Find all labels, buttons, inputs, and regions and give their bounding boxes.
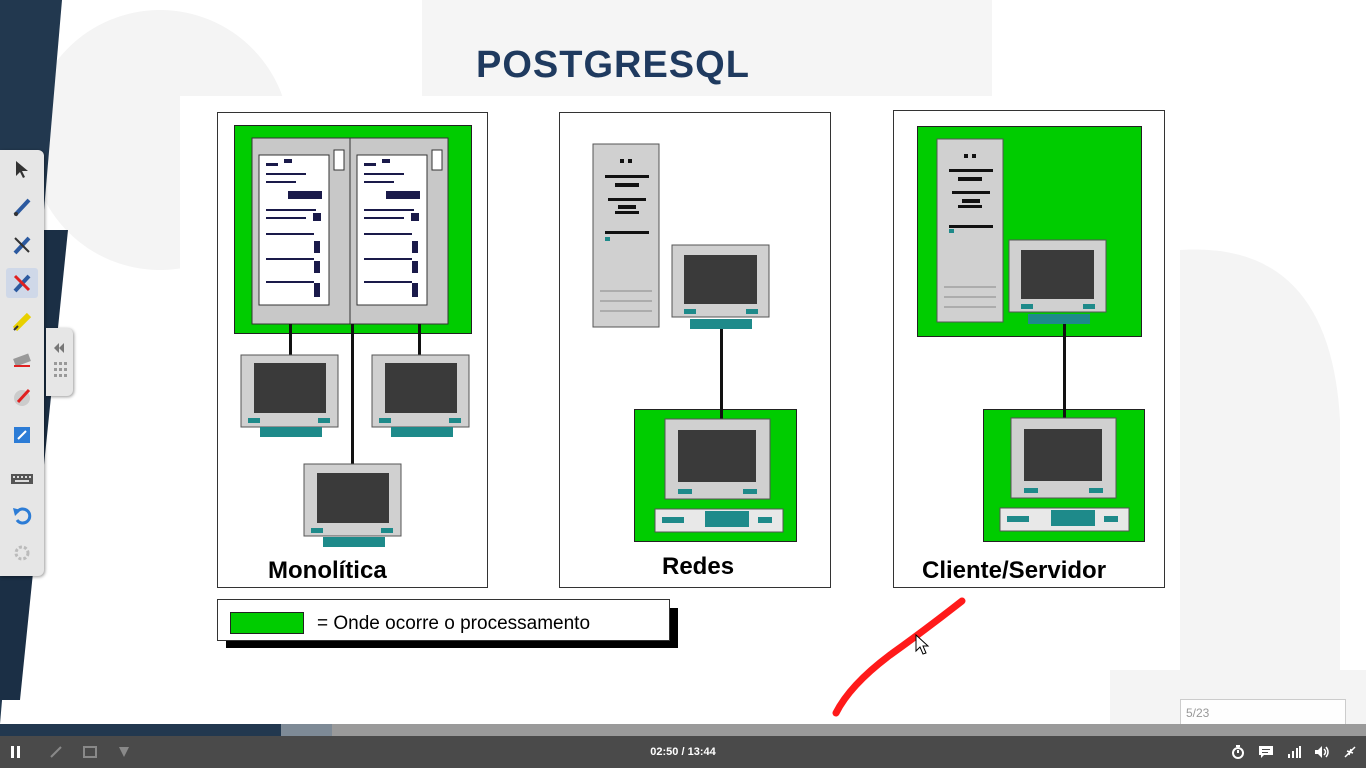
panel-label-monolitica: Monolítica [268, 557, 387, 584]
bookmark-button[interactable] [114, 736, 134, 768]
progress-played [0, 724, 281, 736]
panel-redes: Redes [559, 112, 831, 588]
chat-icon [1259, 746, 1273, 758]
keyboard-icon[interactable] [6, 464, 38, 494]
pen-color-icon[interactable] [6, 230, 38, 260]
client-server-diagram [936, 138, 1130, 532]
undo-icon[interactable] [6, 500, 38, 530]
annotation-stroke [832, 597, 966, 717]
notes-button[interactable] [80, 736, 100, 768]
panel-label-redes: Redes [662, 553, 735, 580]
pen-tool-button[interactable] [46, 736, 66, 768]
mainframe-diagram [240, 137, 470, 547]
bookmark-icon [119, 747, 129, 757]
exit-fullscreen-button[interactable] [1340, 736, 1360, 768]
annotation-toolbar [0, 150, 44, 576]
volume-button[interactable] [1312, 736, 1332, 768]
pen-icon[interactable] [6, 192, 38, 222]
select-arrow-icon[interactable] [6, 154, 38, 184]
signal-icon [1288, 746, 1301, 758]
volume-icon [1315, 746, 1329, 758]
pen-icon [50, 746, 62, 758]
chat-button[interactable] [1256, 736, 1276, 768]
slide: POSTGRESQL [0, 0, 1366, 724]
time-display: 02:50 / 13:44 [650, 746, 716, 758]
highlighter-icon[interactable] [6, 306, 38, 336]
player-control-bar [0, 736, 1366, 768]
panel-monolitica: Monolítica [217, 112, 488, 588]
network-diagram [592, 143, 784, 533]
eraser-icon[interactable] [6, 344, 38, 374]
quality-signal-button[interactable] [1284, 736, 1304, 768]
pause-icon [11, 746, 20, 758]
page-indicator: 5/23 [1186, 706, 1210, 720]
pause-button[interactable] [4, 736, 28, 768]
timer-button[interactable] [1228, 736, 1248, 768]
legend-text: = Onde ocorre o processamento [317, 613, 591, 634]
laser-pointer-icon[interactable] [6, 382, 38, 412]
settings-icon[interactable] [6, 538, 38, 568]
notes-icon [83, 746, 97, 758]
rewind-icon [54, 343, 67, 377]
toolbar-collapse-handle[interactable] [46, 328, 73, 396]
mouse-cursor-icon [915, 634, 930, 655]
whiteboard-icon[interactable] [6, 420, 38, 450]
collapse-icon [1344, 746, 1356, 758]
panel-cliente-servidor: Cliente/Servidor [893, 110, 1165, 588]
timer-icon [1232, 745, 1244, 759]
legend: = Onde ocorre o processamento [217, 599, 670, 641]
slide-title: POSTGRESQL [476, 44, 750, 86]
pen-active-icon[interactable] [6, 268, 38, 298]
progress-track[interactable] [0, 724, 1366, 736]
legend-swatch-green [230, 612, 304, 634]
panel-label-cliente-servidor: Cliente/Servidor [922, 557, 1107, 584]
